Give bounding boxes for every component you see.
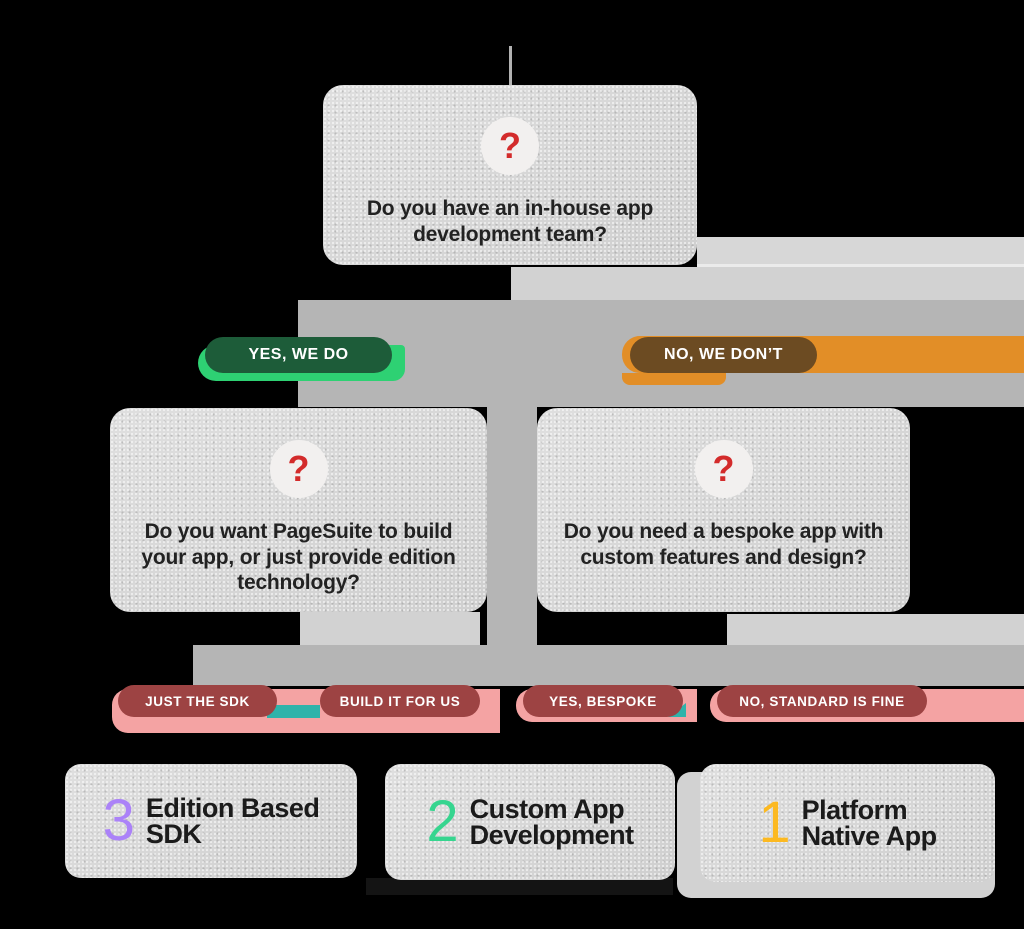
question-mark-icon: ? bbox=[694, 440, 753, 498]
connector-band-below-root bbox=[511, 267, 1024, 300]
result-card-shadow bbox=[366, 878, 673, 895]
result-title: Custom App Development bbox=[469, 793, 635, 850]
connector-top-vertical-line bbox=[509, 46, 512, 86]
question-card-right: ? Do you need a bespoke app with custom … bbox=[537, 408, 910, 612]
answer-pill-no-standard-is-fine[interactable]: NO, STANDARD IS FINE bbox=[717, 685, 927, 717]
connector-strip-between-questions bbox=[487, 407, 537, 652]
connector-band-answers bbox=[193, 645, 1024, 686]
no-branch-pill[interactable]: NO, WE DON’T bbox=[630, 337, 817, 373]
answer-pill-yes-bespoke[interactable]: YES, BESPOKE bbox=[523, 685, 683, 717]
no-pill-shadow-tab bbox=[622, 373, 726, 385]
right-question-text: Do you need a bespoke app with custom fe… bbox=[563, 520, 884, 569]
question-card-root: ? Do you have an in-house app developmen… bbox=[323, 85, 697, 265]
answer-pill-shadow-teal-left bbox=[267, 705, 320, 718]
connector-band-divider bbox=[697, 264, 1024, 267]
left-question-text: Do you want PageSuite to build your app,… bbox=[141, 520, 456, 595]
result-title: Platform Native App bbox=[801, 794, 938, 851]
connector-below-right-question bbox=[727, 614, 1024, 645]
question-mark-icon: ? bbox=[269, 440, 328, 498]
answer-pill-build-it-for-us[interactable]: BUILD IT FOR US bbox=[320, 685, 480, 717]
root-question-text: Do you have an in-house app development … bbox=[366, 197, 654, 246]
result-number: 3 bbox=[102, 788, 135, 853]
result-number: 1 bbox=[758, 790, 791, 855]
yes-branch-pill[interactable]: YES, WE DO bbox=[205, 337, 392, 373]
result-number: 2 bbox=[426, 789, 459, 854]
connector-below-left-question bbox=[300, 612, 480, 650]
result-title: Edition Based SDK bbox=[145, 792, 320, 849]
result-card-platform-native-app: 1 Platform Native App bbox=[700, 764, 995, 882]
question-card-left: ? Do you want PageSuite to build your ap… bbox=[110, 408, 487, 612]
answer-pill-just-the-sdk[interactable]: JUST THE SDK bbox=[118, 685, 277, 717]
question-mark-icon: ? bbox=[481, 117, 539, 175]
connector-band-upper-right bbox=[697, 237, 1024, 264]
result-card-custom-app-development: 2 Custom App Development bbox=[385, 764, 675, 880]
result-card-edition-based-sdk: 3 Edition Based SDK bbox=[65, 764, 357, 878]
